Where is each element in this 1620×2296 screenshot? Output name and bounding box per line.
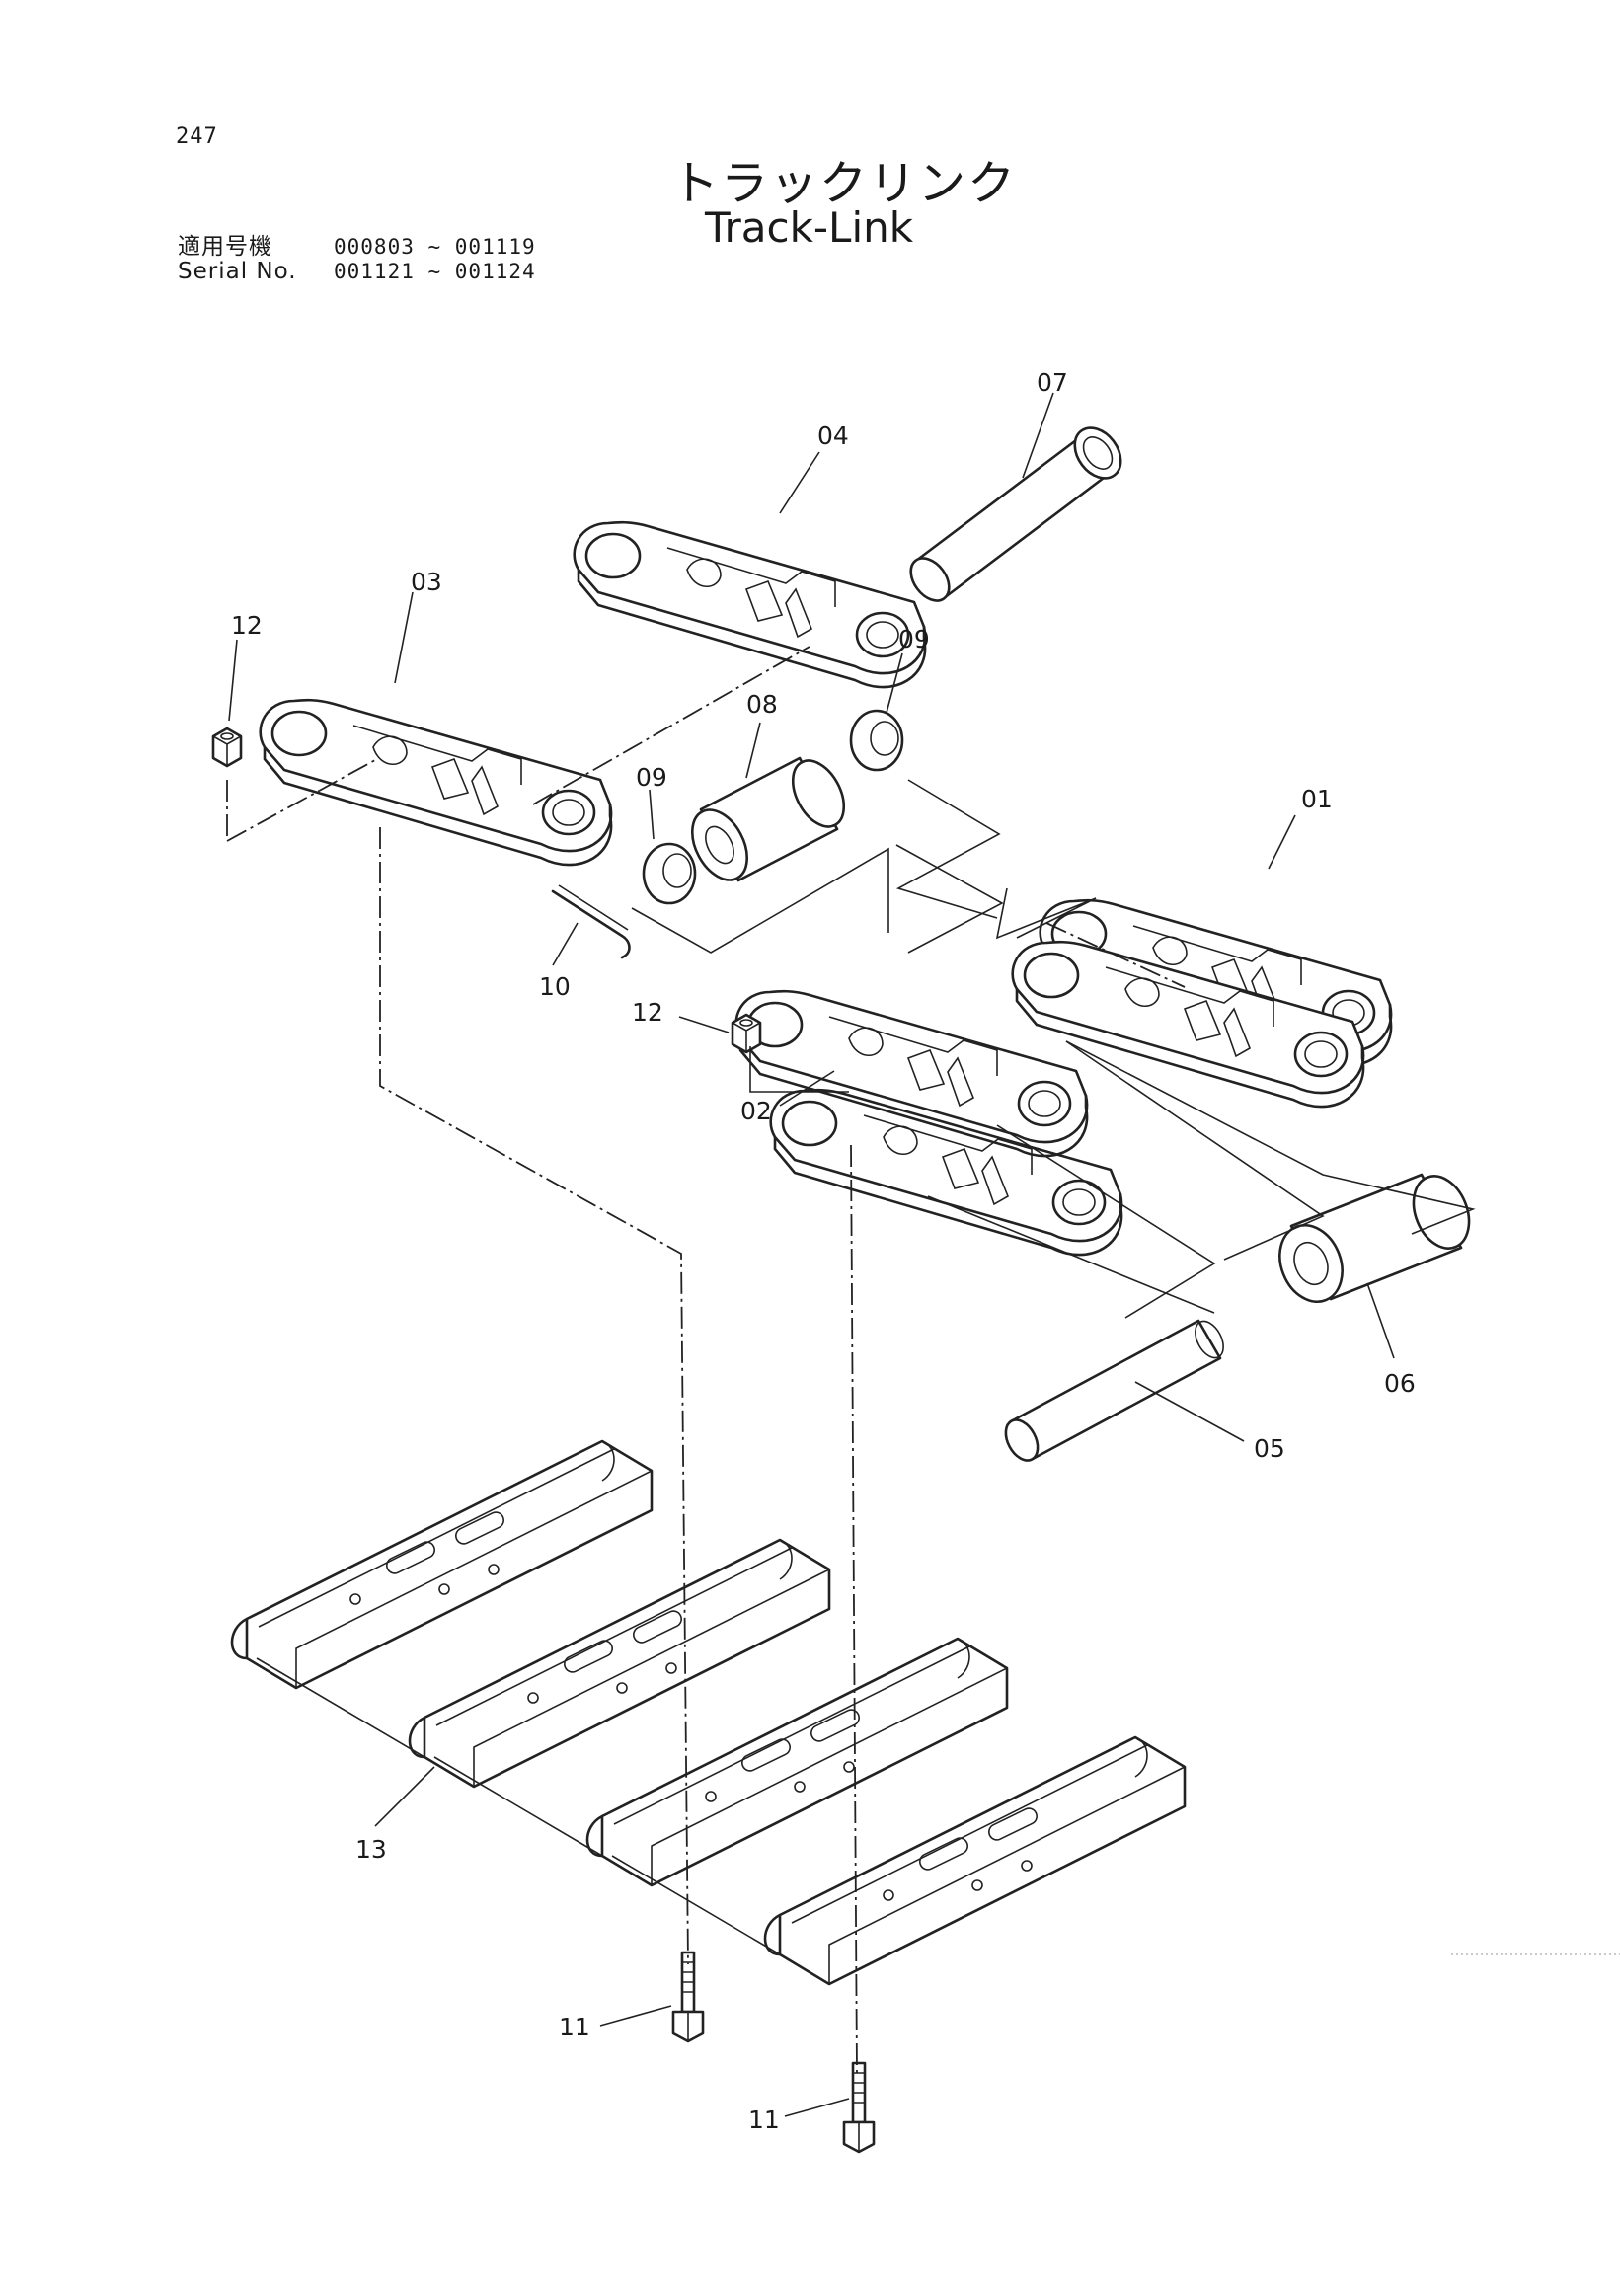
callout-12-center: 12	[632, 998, 663, 1027]
serial-range: 001121 ~ 001124	[334, 260, 536, 283]
track-shoe-group	[230, 1439, 1187, 1986]
callout-10: 10	[539, 972, 571, 1001]
serial-label: 適用号機	[178, 234, 272, 260]
track-pin-07	[909, 426, 1122, 602]
callout-06: 06	[1384, 1369, 1416, 1398]
title-english: Track-Link	[705, 203, 914, 252]
callout-labels: 07 04 03 12 09 08 01 09 10 12 02 06 05 1…	[231, 368, 1416, 2134]
leader-lines	[228, 392, 1395, 2117]
callout-08: 08	[746, 690, 778, 719]
callout-05: 05	[1254, 1434, 1285, 1463]
track-link-04	[573, 520, 927, 689]
track-link-03	[259, 698, 613, 867]
callout-02: 02	[740, 1097, 772, 1125]
callout-03: 03	[411, 568, 442, 596]
nut-12-left	[211, 727, 243, 768]
serial-row-number: Serial No. 001121 ~ 001124	[178, 259, 536, 284]
assembly-lines	[226, 646, 1476, 2074]
bolt-11-left	[671, 1951, 705, 2043]
seal-09-left	[642, 842, 697, 905]
callout-11-right: 11	[748, 2105, 780, 2134]
callout-01: 01	[1301, 785, 1333, 813]
callout-09-right: 09	[898, 625, 930, 653]
serial-range: 000803 ~ 001119	[334, 235, 536, 259]
bolt-11-right	[842, 2061, 876, 2154]
seal-09-right	[849, 709, 904, 772]
callout-11-left: 11	[559, 2013, 590, 2041]
serial-row-applicable: 適用号機 000803 ~ 001119	[178, 227, 536, 261]
track-pin-05	[1004, 1319, 1224, 1462]
page-number: 247	[176, 124, 218, 149]
callout-12-left: 12	[231, 611, 263, 640]
serial-label: Serial No.	[178, 259, 297, 284]
callout-04: 04	[817, 421, 849, 450]
callout-07: 07	[1037, 368, 1068, 397]
pin-10	[551, 884, 631, 959]
callout-09-left: 09	[636, 763, 667, 792]
callout-13: 13	[355, 1835, 387, 1864]
title-japanese: トラックリンク	[671, 156, 1018, 211]
nut-12-center	[731, 1013, 762, 1054]
bushing-06	[1278, 1173, 1471, 1304]
bushing-08	[690, 756, 846, 882]
